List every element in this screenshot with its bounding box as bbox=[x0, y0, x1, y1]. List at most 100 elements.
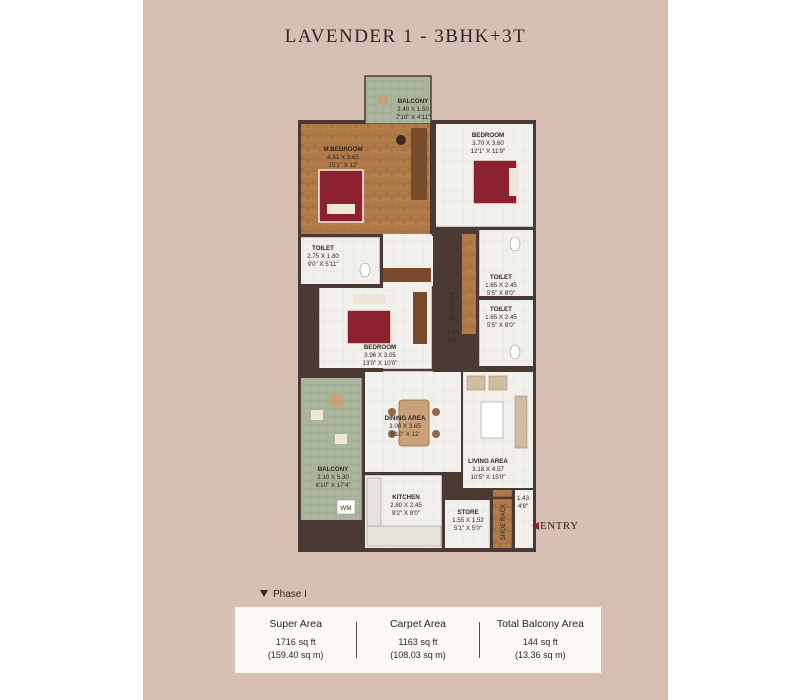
room-dims-shoe-rack: 1.43 bbox=[517, 495, 530, 502]
phase-label: Phase I bbox=[273, 589, 307, 600]
room-dims-balcony-top: 2.40 X 1.50 bbox=[397, 106, 429, 113]
carpet-area-value: 1163 bbox=[398, 637, 418, 647]
room-feet-toilet-3: 5'5" X 8'0" bbox=[487, 322, 515, 329]
room-feet-passage: 5'3" bbox=[448, 337, 458, 344]
dining-chair-icon-1 bbox=[388, 408, 396, 416]
bed-3-pillow-icon bbox=[353, 294, 385, 304]
dining-chair-icon-2 bbox=[388, 430, 396, 438]
internal-walls bbox=[298, 120, 536, 552]
armchair-icon-2 bbox=[488, 375, 508, 391]
balcony-area-label: Total Balcony Area bbox=[496, 618, 584, 630]
room-name-toilet-3: TOILET bbox=[490, 306, 512, 313]
room-feet-living: 10'5" X 15'0" bbox=[471, 474, 506, 481]
room-feet-balcony-top: 7'10" X 4'11" bbox=[396, 114, 431, 121]
bed-2-pillow-icon bbox=[509, 168, 519, 196]
room-feet-master-bedroom: 15'1" X 12' bbox=[328, 162, 357, 169]
room-name-toilet-2: TOILET bbox=[490, 274, 512, 281]
store-floor bbox=[445, 500, 491, 548]
shoe-rack-floor bbox=[493, 490, 513, 548]
kitchen-counter-side-icon bbox=[366, 477, 382, 527]
divider bbox=[356, 622, 358, 658]
wm-icon bbox=[336, 499, 356, 515]
balcony-table-icon bbox=[330, 393, 344, 407]
balcony-area-unit: sq ft bbox=[540, 637, 558, 647]
room-dims-dining: 3.00 X 3.65 bbox=[389, 423, 421, 430]
coffee-table-icon bbox=[480, 401, 504, 439]
lounge-chair-icon-1 bbox=[311, 410, 323, 420]
room-name-balcony-top: BALCONY bbox=[398, 98, 429, 105]
room-feet-kitchen: 9'2" X 8'0" bbox=[392, 510, 420, 517]
room-name-balcony-side: BALCONY bbox=[318, 466, 349, 473]
toilet-1-floor bbox=[301, 236, 381, 284]
divider bbox=[478, 622, 480, 658]
room-name-toilet-1: TOILET bbox=[312, 245, 334, 252]
dining-table-icon bbox=[398, 399, 430, 447]
wardrobe-strip bbox=[462, 234, 476, 334]
room-feet-dining: 9'10" X 12' bbox=[390, 431, 419, 438]
room-name-kitchen: KITCHEN bbox=[392, 494, 420, 501]
phase-heading: Phase I bbox=[260, 589, 307, 600]
room-dims-store: 1.55 X 1.52 bbox=[452, 517, 484, 524]
carpet-area: Carpet Area 1163 sq ft (108.03 sq m) bbox=[357, 618, 478, 662]
room-feet-bedroom-2: 12'1" X 11'9" bbox=[471, 148, 506, 155]
entry-floor bbox=[515, 490, 533, 548]
room-name-bedroom-2: BEDROOM bbox=[472, 132, 504, 139]
room-dims-bedroom-3: 3.96 X 3.05 bbox=[364, 352, 396, 359]
room-dims-toilet-2: 1.65 X 2.45 bbox=[485, 282, 517, 289]
room-dims-living: 3.18 X 4.57 bbox=[472, 466, 504, 473]
room-name-dining: DINING AREA bbox=[385, 415, 426, 422]
room-dims-master-bedroom: 4.61 X 3.65 bbox=[327, 154, 359, 161]
toilet-3-floor bbox=[478, 300, 533, 366]
balcony-area: Total Balcony Area 144 sq ft (13.36 sq m… bbox=[480, 618, 601, 662]
sofa-icon bbox=[514, 395, 528, 449]
chair-icon bbox=[396, 135, 406, 145]
room-dims-toilet-3: 1.65 X 2.45 bbox=[485, 314, 517, 321]
room-dims-balcony-side: 2.10 X 5.30 bbox=[317, 474, 349, 481]
floor-plan: WM BALCONY 2.40 X 1.50 7'10" X 4'11" M.B… bbox=[298, 75, 536, 552]
kitchen-counter-icon bbox=[366, 525, 442, 547]
room-dims-bedroom-2: 3.70 X 3.60 bbox=[472, 140, 504, 147]
balcony-top-floor bbox=[364, 75, 432, 125]
dining-chair-icon-4 bbox=[432, 430, 440, 438]
bed-3-icon bbox=[346, 309, 392, 345]
wardrobe-icon bbox=[411, 128, 427, 200]
wc-icon-2 bbox=[509, 236, 521, 252]
room-dims-passage: 1.60 bbox=[447, 329, 460, 336]
room-dims-kitchen: 2.80 X 2.45 bbox=[390, 502, 422, 509]
room-name-master-bedroom: M.BEDROOM bbox=[323, 146, 362, 153]
room-feet-toilet-1: 9'0" X 5'11" bbox=[307, 261, 338, 268]
lounge-chair-icon-2 bbox=[335, 434, 347, 444]
dining-chair-icon-3 bbox=[432, 408, 440, 416]
room-name-bedroom-3: BEDROOM bbox=[364, 344, 396, 351]
entry-label: ENTRY bbox=[540, 520, 579, 532]
room-feet-balcony-side: 6'10" X 17'4" bbox=[316, 482, 351, 489]
room-feet-bedroom-3: 13'0" X 10'0" bbox=[363, 360, 398, 367]
room-name-living: LIVING AREA bbox=[468, 458, 508, 465]
room-dims-toilet-1: 2.75 X 1.80 bbox=[307, 253, 339, 260]
carpet-area-unit: sq ft bbox=[420, 637, 438, 647]
wc-icon-3 bbox=[509, 344, 521, 360]
room-feet-shoe-rack: 4'8" bbox=[518, 503, 528, 510]
plan-title: LAVENDER 1 - 3BHK+3T bbox=[284, 26, 527, 47]
wc-icon-1 bbox=[359, 262, 371, 278]
brochure-panel: LAVENDER 1 - 3BHK+3T bbox=[143, 0, 668, 700]
balcony-area-sqm: (13.36 sq m) bbox=[515, 650, 566, 660]
wardrobe-3-icon bbox=[413, 292, 427, 344]
carpet-area-sqm: (108.03 sq m) bbox=[390, 650, 446, 660]
carpet-area-label: Carpet Area bbox=[389, 618, 447, 630]
room-name-shoe-rack: SHOE RACK bbox=[500, 503, 507, 540]
wm-label: WM bbox=[341, 505, 352, 512]
triangle-down-icon bbox=[260, 590, 268, 597]
area-summary: Super Area 1716 sq ft (159.40 sq m) Carp… bbox=[235, 607, 601, 673]
entry-arrow-icon bbox=[532, 522, 539, 530]
balcony-top-table-icon bbox=[378, 95, 388, 105]
armchair-icon-1 bbox=[466, 375, 486, 391]
room-name-passage: PASSAGE bbox=[449, 291, 456, 320]
room-feet-toilet-2: 5'5" X 8'0" bbox=[487, 290, 515, 297]
master-bed-icon bbox=[318, 169, 364, 223]
super-area-label: Super Area bbox=[269, 618, 322, 630]
master-pillow-icon bbox=[327, 204, 355, 214]
toilet-2-floor bbox=[478, 230, 533, 296]
room-feet-store: 5'1" X 5'0" bbox=[454, 525, 482, 532]
super-area-value: 1716 bbox=[275, 637, 296, 647]
